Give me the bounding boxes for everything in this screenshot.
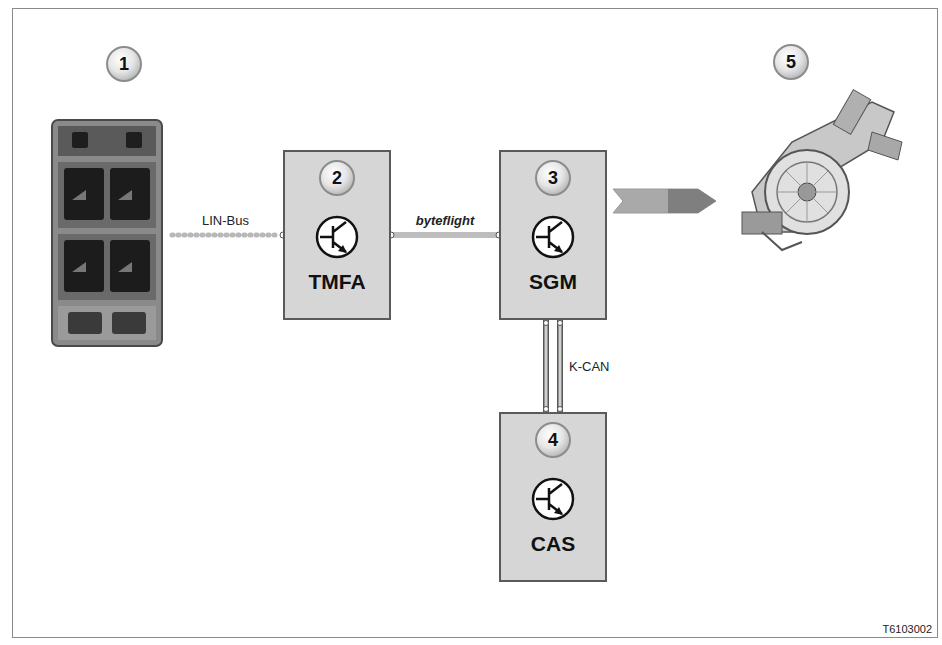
bus-connector <box>544 320 563 412</box>
transistor-symbol <box>530 214 576 260</box>
transistor-symbol <box>314 214 360 260</box>
figure-code: T6103002 <box>882 623 932 635</box>
bus-connector <box>613 189 716 213</box>
bus-label: K-CAN <box>567 359 611 374</box>
control-unit-box: 4CAS <box>499 412 607 582</box>
control-unit-box: 2TMFA <box>283 150 391 320</box>
control-unit-box: 3SGM <box>499 150 607 320</box>
unit-name: TMFA <box>285 270 389 294</box>
bus-connector <box>388 232 502 238</box>
switch-block: 1 <box>46 118 168 348</box>
callout-number: 2 <box>319 160 355 196</box>
unit-name: SGM <box>501 270 605 294</box>
callout-number: 1 <box>106 46 142 82</box>
callout-number: 5 <box>773 44 809 80</box>
bus-label: LIN-Bus <box>200 213 251 228</box>
bus-connector <box>172 232 286 238</box>
transistor-symbol <box>530 476 576 522</box>
unit-name: CAS <box>501 532 605 556</box>
callout-number: 4 <box>535 422 571 458</box>
bus-label: byteflight <box>414 213 477 228</box>
window-motor: 5 <box>722 82 908 252</box>
callout-number: 3 <box>535 160 571 196</box>
